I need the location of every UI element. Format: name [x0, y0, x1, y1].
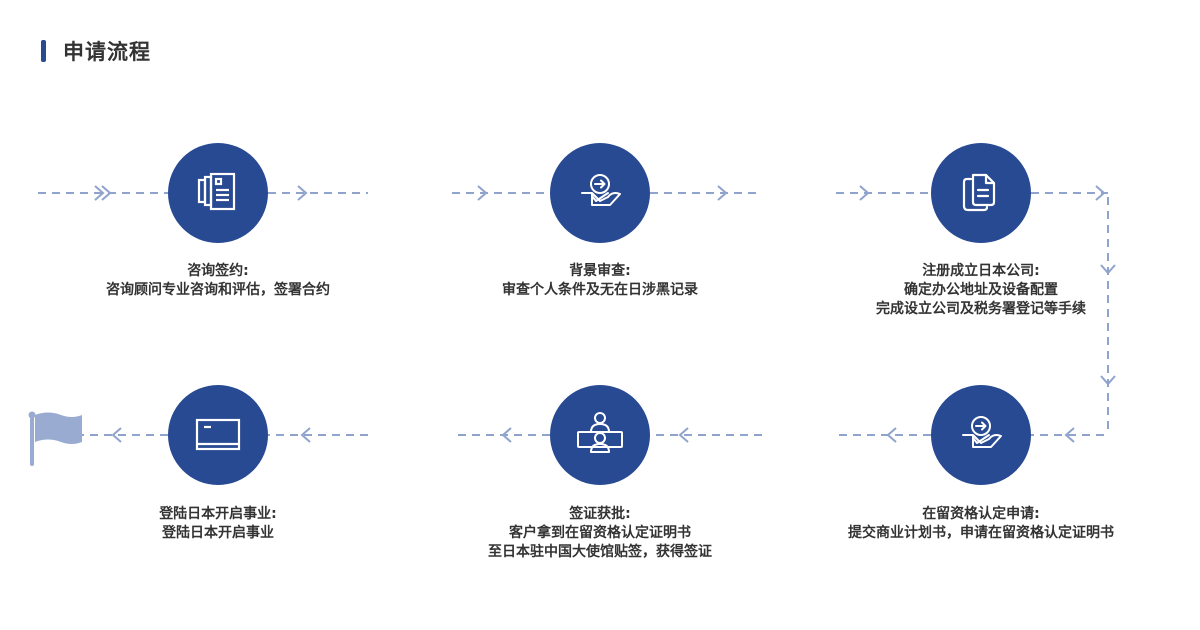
step-description: 提交商业计划书，申请在留资格认定证明书 [848, 525, 1114, 541]
step-description: 确定办公地址及设备配置 [904, 282, 1058, 298]
step-5-label: 签证获批: 客户拿到在留资格认定证明书 至日本驻中国大使馆贴签，获得签证 [430, 505, 770, 562]
step-description: 客户拿到在留资格认定证明书 [509, 525, 691, 541]
step-title: 在留资格认定申请: [922, 506, 1040, 522]
page-title: 申请流程 [63, 40, 151, 64]
step-title: 登陆日本开启事业: [159, 506, 277, 522]
title-accent-bar [41, 40, 46, 62]
step-description: 至日本驻中国大使馆贴签，获得签证 [488, 544, 712, 560]
step-description: 审查个人条件及无在日涉黑记录 [502, 282, 698, 298]
hand-submit-icon [962, 416, 1002, 448]
step-2-node [550, 143, 650, 243]
hand-submit-icon [581, 174, 621, 206]
step-title: 签证获批: [569, 506, 631, 522]
document-stack-icon [197, 172, 236, 211]
step-2-label: 背景审查: 审查个人条件及无在日涉黑记录 [430, 262, 770, 300]
step-title: 背景审查: [569, 263, 631, 279]
step-4-label: 在留资格认定申请: 提交商业计划书，申请在留资格认定证明书 [811, 505, 1151, 543]
copy-file-icon [962, 173, 996, 212]
step-1-label: 咨询签约: 咨询顾问专业咨询和评估，签署合约 [48, 262, 388, 300]
step-3-label: 注册成立日本公司: 确定办公地址及设备配置 完成设立公司及税务署登记等手续 [811, 262, 1151, 319]
video-meeting-icon [577, 412, 623, 453]
step-1-node [168, 143, 268, 243]
step-description: 完成设立公司及税务署登记等手续 [876, 301, 1086, 317]
step-3-node [931, 143, 1031, 243]
step-4-node [931, 385, 1031, 485]
flag-icon [28, 411, 82, 466]
step-description: 登陆日本开启事业 [162, 525, 274, 541]
step-description: 咨询顾问专业咨询和评估，签署合约 [106, 282, 330, 298]
step-6-node [168, 385, 268, 485]
step-5-node [550, 385, 650, 485]
step-6-label: 登陆日本开启事业: 登陆日本开启事业 [48, 505, 388, 543]
step-title: 咨询签约: [187, 263, 249, 279]
monitor-icon [195, 418, 241, 451]
step-title: 注册成立日本公司: [922, 263, 1040, 279]
